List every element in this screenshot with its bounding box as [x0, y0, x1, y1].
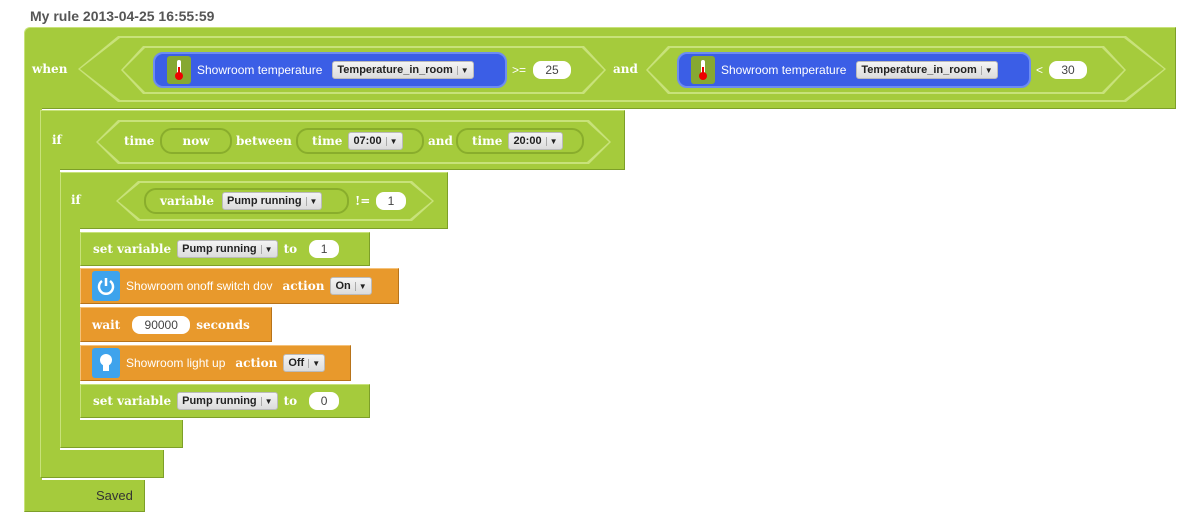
device-action-switch-block[interactable]: Showroom onoff switch dov action On▼ — [80, 268, 399, 304]
dropdown-value: Pump running — [227, 195, 302, 207]
variable-dropdown[interactable]: Pump running▼ — [177, 240, 278, 258]
time-from-block[interactable]: time 07:00▼ — [296, 128, 424, 154]
device-action-light-block[interactable]: Showroom light up action Off▼ — [80, 345, 351, 381]
between-label: between — [236, 134, 292, 148]
rule-title: My rule 2013-04-25 16:55:59 — [30, 8, 215, 24]
variable-dropdown[interactable]: Pump running▼ — [177, 392, 278, 410]
seconds-label: seconds — [196, 317, 250, 332]
dropdown-value: 07:00 — [353, 135, 382, 147]
property-dropdown[interactable]: Temperature_in_room▼ — [332, 61, 474, 79]
variable-dropdown[interactable]: Pump running▼ — [222, 192, 323, 210]
dropdown-value: 20:00 — [513, 135, 542, 147]
value-input[interactable]: 25 — [533, 61, 571, 79]
dropdown-arrow-icon: ▼ — [260, 244, 273, 254]
operator: < — [1036, 63, 1044, 77]
wait-label: wait — [92, 317, 121, 332]
operator: != — [355, 194, 371, 208]
dropdown-value: Pump running — [182, 243, 257, 255]
dropdown-value: Temperature_in_room — [861, 64, 977, 76]
set-variable-block[interactable]: set variable Pump running▼ to 1 — [80, 232, 370, 266]
dropdown-arrow-icon: ▼ — [305, 196, 317, 206]
value-input[interactable]: 1 — [376, 192, 406, 210]
time-label: time — [124, 134, 155, 148]
to-label: to — [283, 394, 298, 408]
thermometer-icon — [167, 56, 191, 84]
dropdown-value: Temperature_in_room — [337, 64, 453, 76]
action-label: action — [235, 356, 278, 370]
set-variable-label: set variable — [93, 394, 172, 408]
device-block-temperature-1[interactable]: Showroom temperature Temperature_in_room… — [153, 52, 507, 88]
action-dropdown[interactable]: On▼ — [330, 277, 372, 295]
time-to-block[interactable]: time 20:00▼ — [456, 128, 584, 154]
dropdown-arrow-icon: ▼ — [456, 65, 469, 75]
device-block-temperature-2[interactable]: Showroom temperature Temperature_in_room… — [677, 52, 1031, 88]
dropdown-value: Pump running — [182, 395, 257, 407]
to-label: to — [283, 242, 298, 256]
time-label: time — [312, 134, 343, 148]
time-to-dropdown[interactable]: 20:00▼ — [508, 132, 563, 150]
dropdown-arrow-icon: ▼ — [545, 136, 558, 146]
dropdown-arrow-icon: ▼ — [354, 281, 367, 291]
if-label: if — [71, 193, 81, 207]
variable-label: variable — [160, 194, 214, 208]
dropdown-value: On — [335, 280, 351, 292]
if-label: if — [52, 133, 62, 147]
lightbulb-icon — [92, 348, 120, 378]
device-name: Showroom temperature — [197, 63, 323, 77]
value-input[interactable]: 1 — [309, 240, 340, 258]
dropdown-value: Off — [288, 357, 305, 369]
now-label: now — [182, 134, 210, 148]
operator: >= — [512, 63, 527, 77]
and-label: and — [428, 134, 453, 148]
time-from-dropdown[interactable]: 07:00▼ — [348, 132, 403, 150]
action-dropdown[interactable]: Off▼ — [283, 354, 326, 372]
variable-block[interactable]: variable Pump running▼ — [144, 188, 349, 214]
time-now-block[interactable]: now — [160, 128, 232, 154]
saved-block — [24, 480, 145, 512]
and-label: and — [613, 62, 638, 76]
thermometer-icon — [691, 56, 715, 84]
device-name: Showroom temperature — [721, 63, 847, 77]
action-label: action — [282, 279, 325, 293]
wait-block[interactable]: wait 90000 seconds — [80, 307, 272, 342]
power-icon — [92, 271, 120, 301]
time-label: time — [472, 134, 503, 148]
save-status: Saved — [96, 488, 133, 503]
set-variable-block[interactable]: set variable Pump running▼ to 0 — [80, 384, 370, 418]
dropdown-arrow-icon: ▼ — [980, 65, 993, 75]
value-input[interactable]: 0 — [309, 392, 340, 410]
dropdown-arrow-icon: ▼ — [385, 136, 398, 146]
dropdown-arrow-icon: ▼ — [308, 358, 320, 368]
wait-seconds-input[interactable]: 90000 — [132, 315, 191, 334]
set-variable-label: set variable — [93, 242, 172, 256]
device-name: Showroom onoff switch dov — [126, 279, 273, 293]
device-name: Showroom light up — [126, 356, 226, 370]
when-label: when — [32, 62, 68, 76]
value-input[interactable]: 30 — [1049, 61, 1087, 79]
dropdown-arrow-icon: ▼ — [260, 396, 273, 406]
property-dropdown[interactable]: Temperature_in_room▼ — [856, 61, 998, 79]
